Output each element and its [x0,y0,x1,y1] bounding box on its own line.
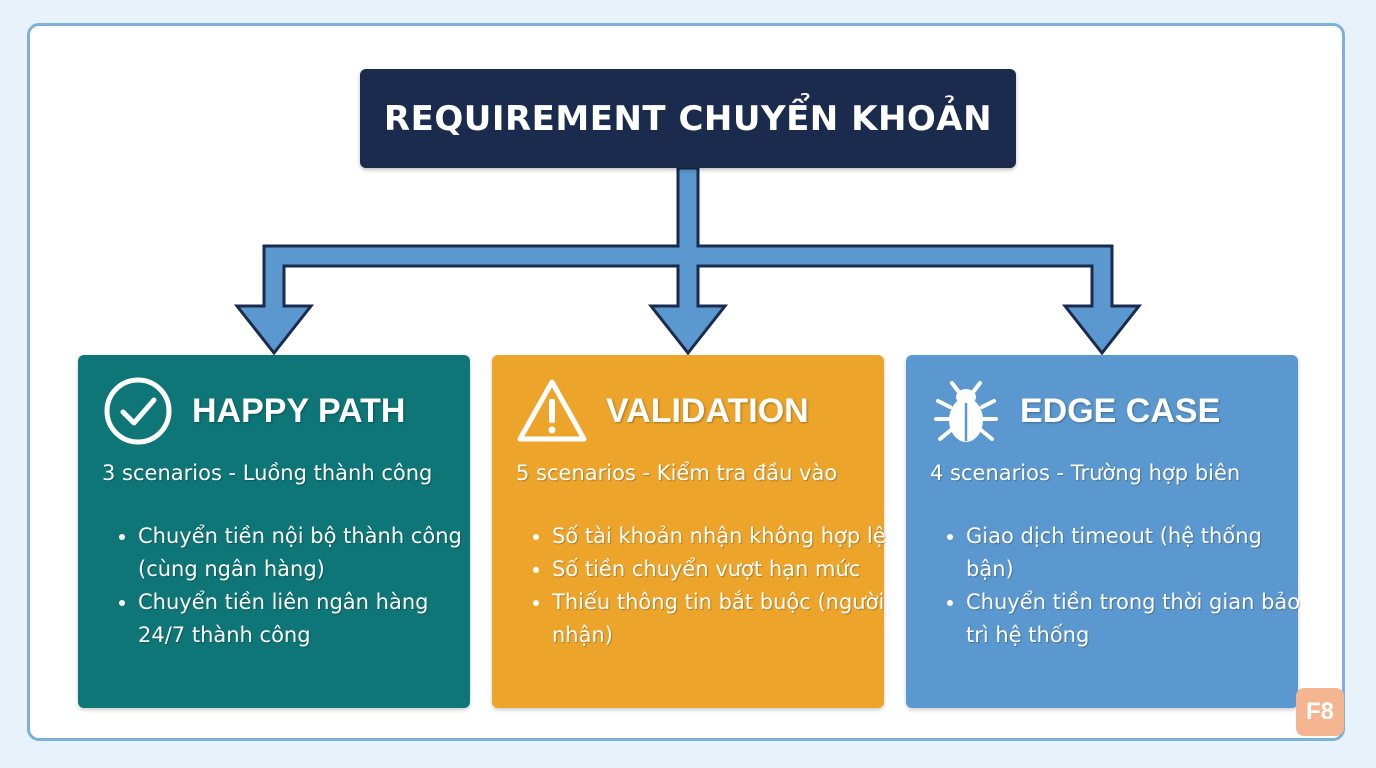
card-subtitle: 3 scenarios - Luồng thành công [102,461,433,485]
branch-arrow-connector [233,166,1143,356]
f8-logo-badge: F8 [1296,688,1344,736]
list-item: Chuyển tiền liên ngân hàng 24/7 thành cô… [138,586,478,652]
bug-icon [934,381,998,442]
list-item: Thiếu thông tin bắt buộc (người nhận) [552,586,887,652]
card-heading: EDGE CASE [1020,392,1221,430]
scenario-list: Giao dịch timeout (hệ thống bận) Chuyển … [942,520,1306,652]
card-heading: HAPPY PATH [192,392,406,430]
warning-triangle-icon [517,379,587,442]
scenario-list: Số tài khoản nhận không hợp lệ Số tiền c… [528,520,887,652]
edge-case-card: EDGE CASE 4 scenarios - Trường hợp biên … [906,355,1300,708]
card-heading: VALIDATION [606,392,809,430]
list-item: Chuyển tiền nội bộ thành công (cùng ngân… [138,520,478,586]
list-item: Giao dịch timeout (hệ thống bận) [966,520,1306,586]
card-subtitle: 4 scenarios - Trường hợp biên [930,461,1241,485]
list-item: Số tài khoản nhận không hợp lệ [552,520,887,553]
scenario-list: Chuyển tiền nội bộ thành công (cùng ngân… [114,520,478,652]
diagram-title: REQUIREMENT CHUYỂN KHOẢN [360,69,1016,168]
card-subtitle: 5 scenarios - Kiểm tra đầu vào [516,461,838,485]
check-circle-icon [104,377,172,445]
happy-path-card: HAPPY PATH 3 scenarios - Luồng thành côn… [78,355,470,708]
list-item: Số tiền chuyển vượt hạn mức [552,553,887,586]
list-item: Chuyển tiền trong thời gian bảo trì hệ t… [966,586,1306,652]
validation-card: VALIDATION 5 scenarios - Kiểm tra đầu và… [492,355,887,708]
